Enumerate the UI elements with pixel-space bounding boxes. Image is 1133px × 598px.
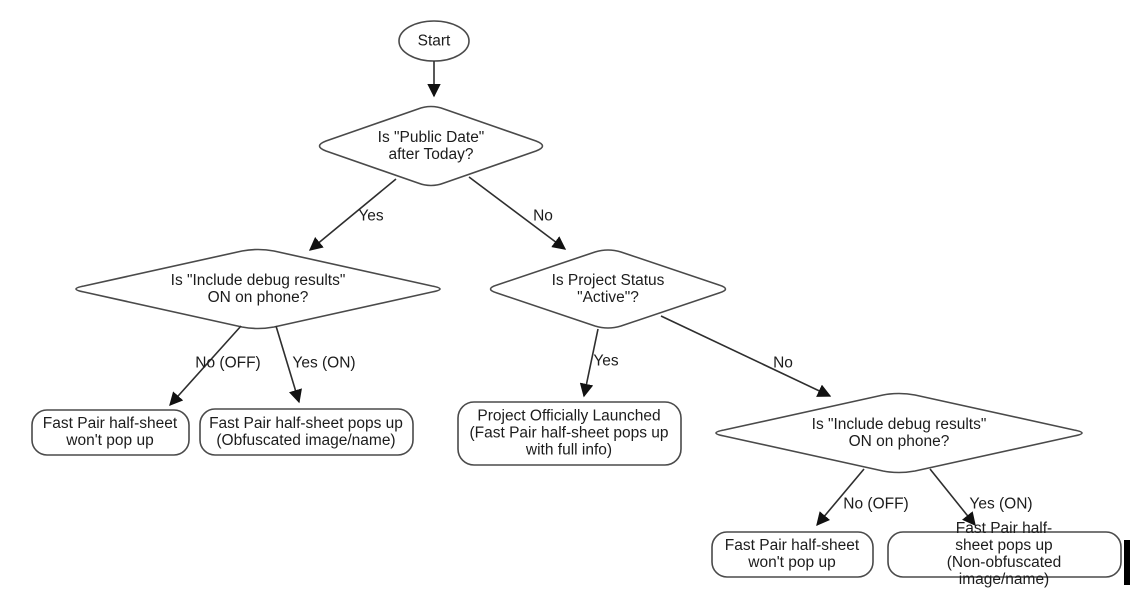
- edge-project-status-yes: [579, 328, 599, 398]
- no-popup-right-box-shape: [711, 531, 874, 578]
- debug-right-diamond-shape: [715, 392, 1083, 474]
- edge-debug-right-no: [816, 468, 865, 527]
- project-status-diamond-shape: [489, 249, 727, 329]
- launched-box-shape: [457, 401, 682, 466]
- popup-non-obfuscated-box-shape: [887, 531, 1122, 578]
- text-cursor-artifact: [1124, 540, 1130, 585]
- start-node-shape: [398, 20, 470, 62]
- edge-debug-left-yes: [275, 325, 302, 404]
- edge-public-date-yes: [308, 178, 397, 251]
- edge-debug-left-no: [169, 325, 242, 407]
- edge-debug-right-yes: [929, 468, 976, 527]
- edge-project-status-no: [660, 315, 832, 397]
- debug-left-diamond-shape: [75, 248, 441, 330]
- no-popup-left-box-shape: [31, 409, 190, 456]
- public-date-diamond-shape: [318, 105, 544, 187]
- popup-obfuscated-box-shape: [199, 408, 414, 456]
- edge-public-date-no: [468, 176, 567, 250]
